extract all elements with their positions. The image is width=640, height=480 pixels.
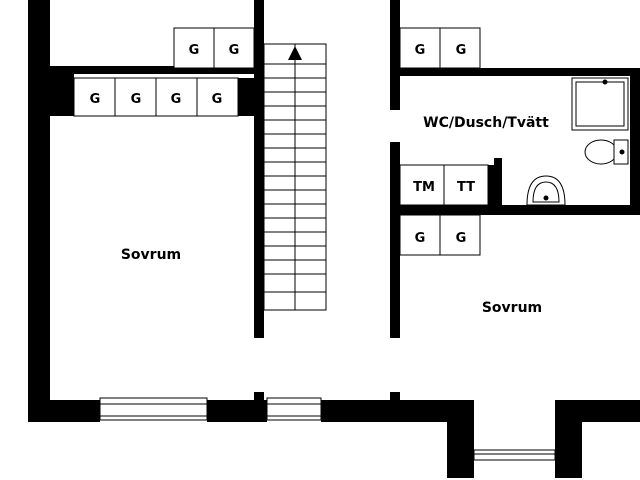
window-left [99,397,208,421]
window-center [266,397,322,421]
wall-left-closet-stub [50,74,74,116]
closet-label: G [212,92,223,107]
closet-label: G [171,92,182,107]
wall-right-outer [630,76,640,214]
staircase [263,43,327,311]
windows [99,397,556,461]
wall-left-outer [28,0,50,422]
closet-label: G [189,43,200,58]
wall-stair-right-lower [390,142,400,338]
room-label-bathroom: WC/Dusch/Tvätt [423,115,549,131]
closet-group-left-row: G G G G [73,77,254,117]
closet-group-top-right: G G [399,27,481,69]
room-label-bedroom-left: Sovrum [121,247,181,263]
wall-stair-right [390,0,400,110]
wall-stair-left-bottom [254,120,264,338]
closet-label: G [456,43,467,58]
closet-label: TT [457,180,475,195]
wall-bath-inner [494,158,502,208]
wall-bay-bottom-right [555,458,582,478]
wall-stair-left-top [254,0,264,120]
window-bay [473,449,556,461]
toilet-icon [584,139,629,165]
wall-top-right-h [400,68,640,76]
closet-group-bathroom-units: TM TT [399,164,494,206]
sink-icon [526,175,566,206]
wall-bottom-3 [321,400,447,422]
wall-bay-bottom-left [447,458,474,478]
wall-bottom-1 [28,400,100,422]
closet-label: G [415,43,426,58]
wall-bottom-2 [207,400,267,422]
closet-label: G [415,231,426,246]
wall-top-left-stub [50,66,254,74]
wall-bath-bottom [400,205,640,215]
closet-label: TM [413,180,435,195]
wall-bottom-stub-left [254,392,264,422]
shower-icon [571,77,629,131]
walls [28,0,640,478]
room-label-bedroom-right: Sovrum [482,300,542,316]
closet-label: G [456,231,467,246]
closet-group-top-center: G G [173,27,255,69]
wall-bottom-stub-right [390,392,400,422]
closet-group-right-bedroom: G G [399,214,481,256]
closet-label: G [229,43,240,58]
closet-label: G [90,92,101,107]
stair-arrow-icon [288,46,302,60]
closet-label: G [131,92,142,107]
